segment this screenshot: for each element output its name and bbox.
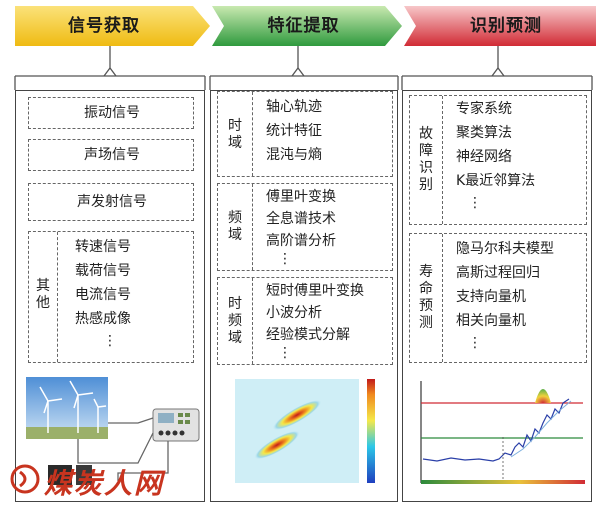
signal-box-acoustic-emission: 声发射信号 [28,183,194,221]
other-divider [57,232,58,362]
recognition-group-fault-diagnosis: 故障识别 专家系统 聚类算法 神经网络 K最近邻算法 ⋮ [409,95,587,225]
feature-item: ⋮ [278,345,292,361]
group-label: 寿命预测 [419,264,433,331]
feature-item: 傅里叶变换 [266,189,336,205]
method-item: ⋮ [468,195,482,211]
banner-arrow-shape [404,6,596,46]
wind-turbine-illustration [26,377,200,485]
method-item: 神经网络 [456,149,512,165]
column-feature-extraction: 时域 轴心轨迹 统计特征 混沌与熵 频域 傅里叶变换 全息谱技术 高阶谱分析 ⋮… [210,90,398,502]
signal-label: 声场信号 [84,147,140,163]
connector-lines [14,46,593,90]
banner-signal-acquisition: 信号获取 [15,6,210,46]
group-label: 时频域 [228,296,242,346]
signal-box-other: 其他 转速信号 载荷信号 电流信号 热感成像 ⋮ [28,231,194,363]
feature-item: ⋮ [278,251,292,267]
banner-arrow-shape [212,6,402,46]
watermark-logo-icon [10,464,40,494]
feature-item: 混沌与熵 [266,147,322,163]
feature-item: 全息谱技术 [266,211,336,227]
other-label: 其他 [36,278,50,311]
feature-item: 小波分析 [266,305,322,321]
recognition-group-life-prediction: 寿命预测 隐马尔科夫模型 高斯过程回归 支持向量机 相关向量机 ⋮ [409,233,587,363]
banner-label: 识别预测 [470,16,542,36]
other-item: 转速信号 [75,239,131,255]
watermark-text: 煤炭人网 [44,467,165,500]
banner-label: 信号获取 [68,16,140,36]
column-recognition-prediction: 故障识别 专家系统 聚类算法 神经网络 K最近邻算法 ⋮ 寿命预测 隐马尔科夫模… [402,90,592,502]
banner-label: 特征提取 [267,16,340,36]
banner-arrow-shape [15,6,210,46]
feature-group-time-frequency: 时频域 短时傅里叶变换 小波分析 经验模式分解 ⋮ [217,277,393,365]
group-label: 频域 [228,210,242,243]
signal-box-vibration: 振动信号 [28,97,194,129]
feature-group-frequency: 频域 傅里叶变换 全息谱技术 高阶谱分析 ⋮ [217,183,393,271]
method-item: 聚类算法 [456,125,512,141]
signal-box-acoustic: 声场信号 [28,139,194,171]
feature-item: 轴心轨迹 [266,99,322,115]
method-item: 高斯过程回归 [456,265,540,281]
other-item: ⋮ [103,333,117,349]
group-divider [442,234,443,362]
group-divider [252,92,253,176]
degradation-trend-illustration [420,381,585,484]
method-item: 隐马尔科夫模型 [456,241,554,257]
other-item: 电流信号 [75,287,131,303]
other-item: 载荷信号 [75,263,131,279]
method-item: ⋮ [468,335,482,351]
banner-feature-extraction: 特征提取 [212,6,402,46]
column-signal-acquisition: 振动信号 声场信号 声发射信号 其他 转速信号 载荷信号 电流信号 热感成像 ⋮ [15,90,205,502]
feature-item: 高阶谱分析 [266,233,336,249]
group-divider [252,184,253,270]
group-label: 故障识别 [419,126,433,193]
signal-label: 声发射信号 [77,194,147,210]
feature-item: 短时傅里叶变换 [266,283,364,299]
other-item: 热感成像 [75,311,131,327]
method-item: K最近邻算法 [456,173,536,189]
group-divider [442,96,443,224]
group-divider [252,278,253,364]
feature-group-time: 时域 轴心轨迹 统计特征 混沌与熵 [217,91,393,177]
feature-item: 经验模式分解 [266,327,350,343]
spectrogram-illustration [235,379,375,483]
feature-item: 统计特征 [266,123,322,139]
method-item: 专家系统 [456,101,512,117]
banner-recognition-prediction: 识别预测 [404,6,596,46]
method-item: 支持向量机 [456,289,526,305]
group-label: 时域 [228,118,242,151]
signal-label: 振动信号 [84,105,140,121]
method-item: 相关向量机 [456,313,526,329]
